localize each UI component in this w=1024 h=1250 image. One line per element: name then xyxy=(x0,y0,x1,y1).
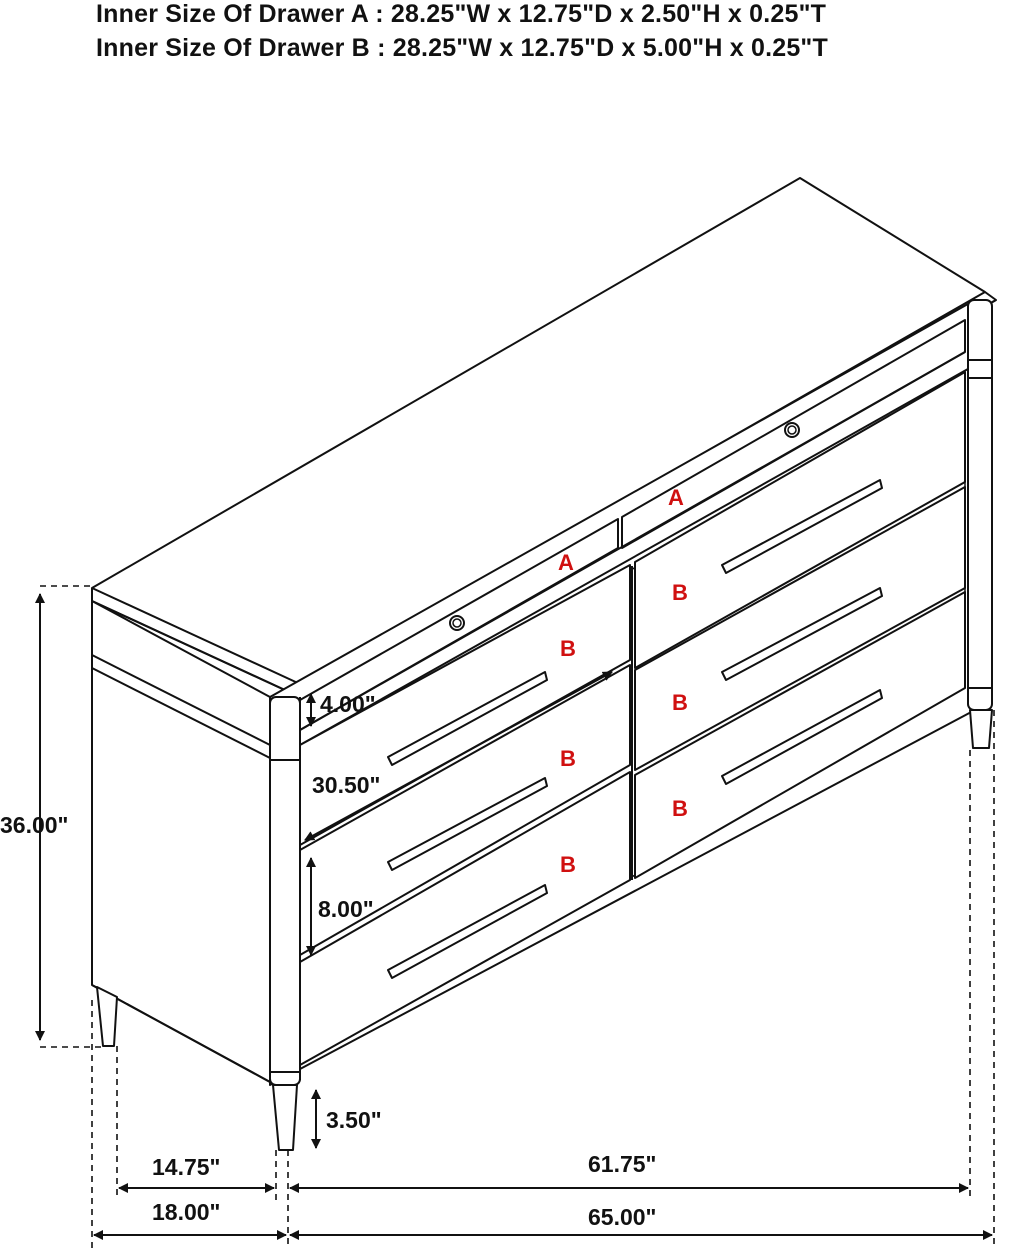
drawer-b-right-2[interactable] xyxy=(634,486,966,771)
dimension-outer-width: 65.00" xyxy=(289,1204,993,1240)
drawer-width-label: 30.50" xyxy=(312,772,380,798)
inner-depth-label: 14.75" xyxy=(152,1154,220,1180)
drawer-label-b-left-3: B xyxy=(560,852,576,877)
drawer-label-a-right: A xyxy=(668,485,684,510)
drawer-b-right-1[interactable] xyxy=(634,371,966,669)
legs xyxy=(96,709,993,1151)
drawer-a-inner-size: Inner Size Of Drawer A : 28.25"W x 12.75… xyxy=(96,0,827,28)
front-right-post xyxy=(967,299,993,711)
inner-width-label: 61.75" xyxy=(588,1151,656,1177)
drawer-label-b-right-3: B xyxy=(672,796,688,821)
drawer-b-inner-size: Inner Size Of Drawer B : 28.25"W x 12.75… xyxy=(96,34,828,62)
dimension-inner-width: 61.75" xyxy=(289,1151,969,1193)
drawer-b-right-3[interactable] xyxy=(634,591,966,879)
drawer-label-b-right-2: B xyxy=(672,690,688,715)
leg-height-label: 3.50" xyxy=(326,1107,382,1133)
drawer-label-a-left: A xyxy=(558,550,574,575)
drawer-label-b-left-2: B xyxy=(560,746,576,771)
drawer-b-height-label: 8.00" xyxy=(318,896,374,922)
left-side-panel xyxy=(91,600,271,1083)
drawer-label-b-right-1: B xyxy=(672,580,688,605)
drawer-label-b-left-1: B xyxy=(560,636,576,661)
height-total-label: 36.00" xyxy=(0,812,68,838)
dimension-leg-height: 3.50" xyxy=(311,1089,382,1149)
dimension-inner-depth: 14.75" xyxy=(118,1154,275,1193)
outer-depth-label: 18.00" xyxy=(152,1199,220,1225)
dimension-drawer-width: 30.50" xyxy=(304,671,613,841)
front-left-post xyxy=(269,696,301,1086)
dimension-drawer-b-height: 8.00" xyxy=(306,857,374,956)
outer-width-label: 65.00" xyxy=(588,1204,656,1230)
dimension-height-total: 36.00" xyxy=(0,585,103,1048)
dimension-outer-depth: 18.00" xyxy=(93,1199,287,1240)
drawer-a-height-label: 4.00" xyxy=(320,691,376,717)
